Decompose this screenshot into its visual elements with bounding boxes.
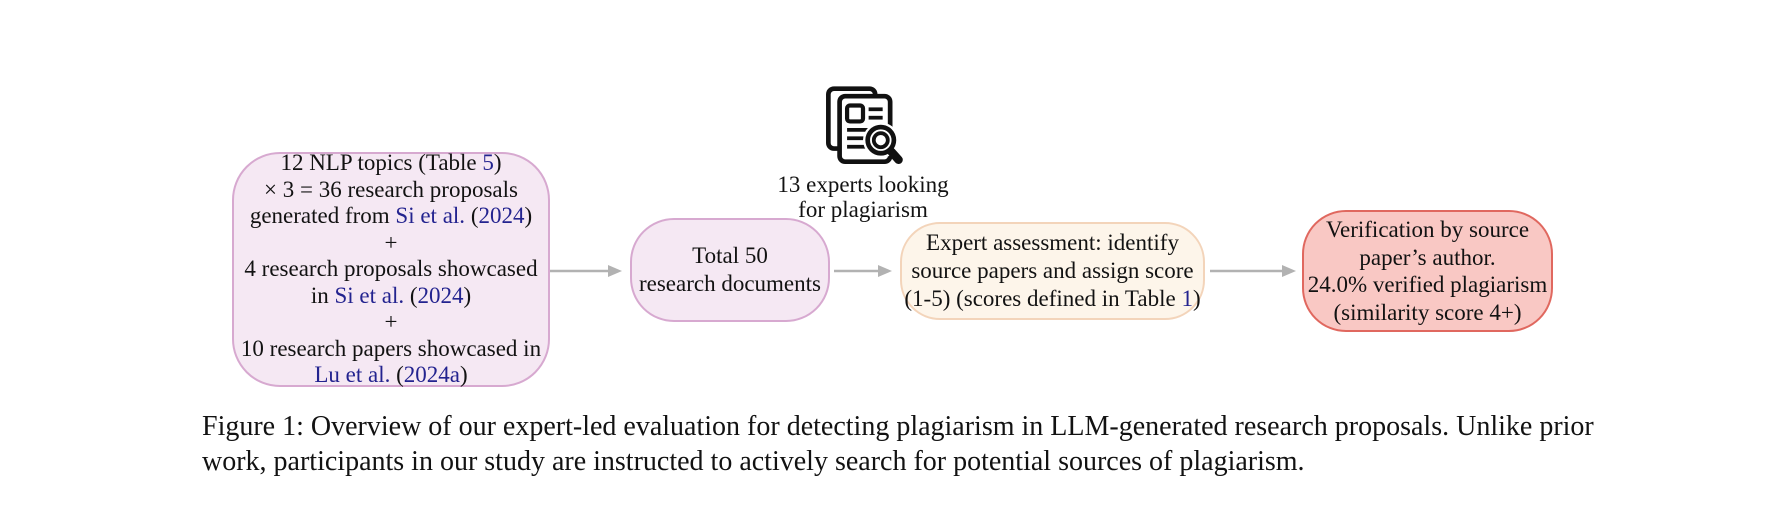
text-segment: 4 research proposals showcased <box>244 256 538 282</box>
text-segment: ( <box>465 203 479 229</box>
text-segment: + <box>384 309 398 335</box>
box-text-line: + <box>385 309 398 336</box>
text-segment: (1-5) (scores defined in Table <box>904 286 1182 311</box>
total-documents-box: Total 50 research documents <box>630 218 830 322</box>
text-segment: generated from <box>249 203 396 229</box>
box-text-line: in Si et al. (2024) <box>311 283 471 310</box>
text-segment: 24.0% verified plagiarism <box>1307 272 1548 297</box>
citation-link[interactable]: 1 <box>1181 286 1193 311</box>
box-text-line: (similarity score 4+) <box>1334 299 1522 327</box>
flow-arrow-1 <box>550 263 622 279</box>
text-segment: Total 50 <box>692 243 768 268</box>
flow-arrow-2 <box>834 263 892 279</box>
text-segment: ) <box>1192 286 1201 311</box>
box-text-line: 4 research proposals showcased <box>244 256 537 283</box>
box-text-line: × 3 = 36 research proposals <box>264 177 518 204</box>
text-segment: (similarity score 4+) <box>1333 299 1522 325</box>
text-segment: research documents <box>638 271 821 296</box>
experts-label-line2: for plagiarism <box>798 197 928 222</box>
citation-link[interactable]: 2024a <box>403 362 460 388</box>
experts-label-line1: 13 experts looking <box>777 172 949 197</box>
expert-assessment-box: Expert assessment: identify source paper… <box>900 222 1205 320</box>
box-text-line: Verification by source <box>1326 216 1529 244</box>
input-documents-box: 12 NLP topics (Table 5) × 3 = 36 researc… <box>232 150 550 389</box>
citation-link[interactable]: 5 <box>482 150 494 176</box>
documents-magnifier-icon-svg <box>826 86 903 165</box>
arrow-icon <box>834 265 892 277</box>
box-text-line: (1-5) (scores defined in Table 1) <box>904 285 1200 313</box>
text-segment: ) <box>524 203 533 229</box>
text-segment: 10 research papers showcased in <box>240 335 542 361</box>
box-text-line: paper’s author. <box>1359 244 1495 272</box>
citation-link[interactable]: Lu et al. <box>314 362 391 388</box>
text-segment: + <box>384 229 398 255</box>
text-segment: ( <box>404 282 418 308</box>
text-segment: Verification by source <box>1325 217 1530 242</box>
box-text-line: 24.0% verified plagiarism <box>1308 271 1548 299</box>
citation-link[interactable]: 2024 <box>417 282 464 308</box>
box-text-line: source papers and assign score <box>911 257 1193 285</box>
text-segment: ) <box>459 362 468 388</box>
text-segment: in <box>310 282 335 308</box>
citation-link[interactable]: Si et al. <box>395 203 466 229</box>
box-text-line: Total 50 <box>692 242 768 270</box>
text-segment: ) <box>493 150 502 176</box>
arrow-icon <box>550 265 622 277</box>
flow-arrow-3 <box>1210 263 1296 279</box>
arrow-icon <box>1210 265 1296 277</box>
citation-link[interactable]: 2024 <box>478 203 525 229</box>
text-segment: ) <box>463 282 472 308</box>
figure-caption: Figure 1: Overview of our expert-led eva… <box>202 411 1594 477</box>
box-text-line: 10 research papers showcased in <box>241 336 541 363</box>
text-segment: × 3 = 36 research proposals <box>264 176 518 202</box>
box-text-line: research documents <box>639 270 821 298</box>
box-text-line: generated from Si et al. (2024) <box>250 203 532 230</box>
experts-label: 13 experts looking for plagiarism <box>758 172 968 222</box>
box-text-line: Expert assessment: identify <box>926 229 1179 257</box>
text-segment: source papers and assign score <box>911 258 1194 283</box>
box-text-line: Lu et al. (2024a) <box>314 362 467 389</box>
documents-magnifier-icon <box>819 83 907 173</box>
box-text-line: 12 NLP topics (Table 5) <box>280 150 501 177</box>
verification-box: Verification by source paper’s author. 2… <box>1302 210 1553 332</box>
text-segment: Expert assessment: identify <box>926 230 1179 255</box>
box-text-line: + <box>385 230 398 257</box>
citation-link[interactable]: Si et al. <box>334 282 405 308</box>
text-segment: 12 NLP topics (Table <box>280 150 483 176</box>
text-segment: ( <box>390 362 404 388</box>
text-segment: paper’s author. <box>1359 244 1496 270</box>
